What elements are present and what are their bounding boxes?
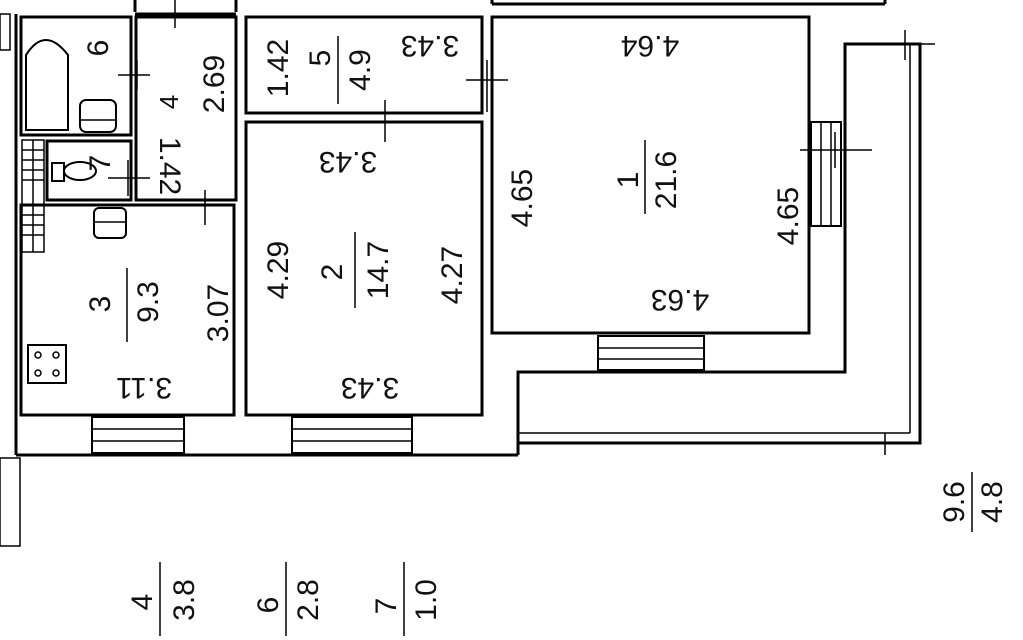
room-5-number: 5 xyxy=(304,50,337,67)
room-1-number: 1 xyxy=(612,172,645,189)
summary-number: 4 xyxy=(126,594,159,611)
room-7-toilet: 7 xyxy=(45,139,150,202)
summary-item: 6 2.8 xyxy=(252,562,325,636)
room-4-number: 4 xyxy=(154,95,184,109)
kitchen-sink-icon xyxy=(93,207,127,239)
room-1-dim-bottom: 4.63 xyxy=(651,283,709,316)
room-3-area: 9.3 xyxy=(132,281,165,323)
summary-area: 2.8 xyxy=(292,579,325,621)
room-4-hall: 4 2.69 1.42 xyxy=(134,15,238,225)
window-living-side xyxy=(810,121,842,227)
room-5-dim-right: 3.43 xyxy=(401,29,459,62)
room-1-dim-right: 4.65 xyxy=(772,187,805,245)
room-2-dim-right: 4.27 xyxy=(436,246,469,304)
room-4-dim-bottom: 1.42 xyxy=(153,137,186,195)
balcony-label: 9.6 4.8 xyxy=(938,472,1009,532)
summary-item: 4 3.8 xyxy=(126,562,201,636)
summary-area: 3.8 xyxy=(168,579,201,621)
balcony-area: 4.8 xyxy=(976,481,1009,523)
room-2-number: 2 xyxy=(316,264,349,281)
balcony-total: 9.6 xyxy=(938,481,971,523)
room-3-number: 3 xyxy=(84,296,117,313)
room-5-area: 4.9 xyxy=(344,49,377,91)
window-kitchen xyxy=(91,416,185,454)
top-edge-walls xyxy=(0,0,887,51)
window-living-balcony xyxy=(597,335,705,371)
room-2-dim-top: 3.43 xyxy=(319,145,377,178)
room-5-storage: 1.42 5 4.9 3.43 xyxy=(244,15,508,115)
room-2-dim-left: 4.29 xyxy=(262,241,295,299)
room-3-dim-bottom: 3.11 xyxy=(116,371,172,404)
summary-legend: 4 3.8 6 2.8 7 1.0 xyxy=(126,562,443,636)
room-6-bathroom: 6 xyxy=(19,15,150,137)
room-5-dim-left: 1.42 xyxy=(262,39,295,97)
windows xyxy=(91,121,872,454)
room-2-area: 14.7 xyxy=(362,241,395,299)
sink-icon xyxy=(79,99,117,133)
stove-icon xyxy=(27,344,67,384)
summary-number: 7 xyxy=(370,598,403,615)
room-6-number: 6 xyxy=(82,40,115,57)
summary-number: 6 xyxy=(252,597,285,614)
room-2-bedroom: 3.43 4.29 2 14.7 4.27 3.43 xyxy=(244,100,484,417)
bathtub-icon xyxy=(25,39,69,131)
room-1-area: 21.6 xyxy=(650,151,683,209)
room-2-dim-bottom: 3.43 xyxy=(341,371,399,404)
vent-shaft xyxy=(21,139,45,253)
room-1-dim-top: 4.64 xyxy=(621,29,679,62)
room-7-number: 7 xyxy=(84,155,117,172)
room-3-dim-right: 3.07 xyxy=(202,284,235,342)
summary-item: 7 1.0 xyxy=(370,562,443,636)
summary-area: 1.0 xyxy=(410,579,443,621)
window-bedroom xyxy=(291,416,413,454)
room-3-kitchen: 3 9.3 3.07 3.11 xyxy=(19,203,236,417)
balcony xyxy=(516,30,935,455)
room-1-living: 4.64 4.65 1 21.6 4.65 4.63 xyxy=(490,15,811,335)
room-1-dim-left: 4.65 xyxy=(506,169,539,227)
room-4-dim-right: 2.69 xyxy=(198,55,231,113)
outer-walls xyxy=(0,14,518,547)
